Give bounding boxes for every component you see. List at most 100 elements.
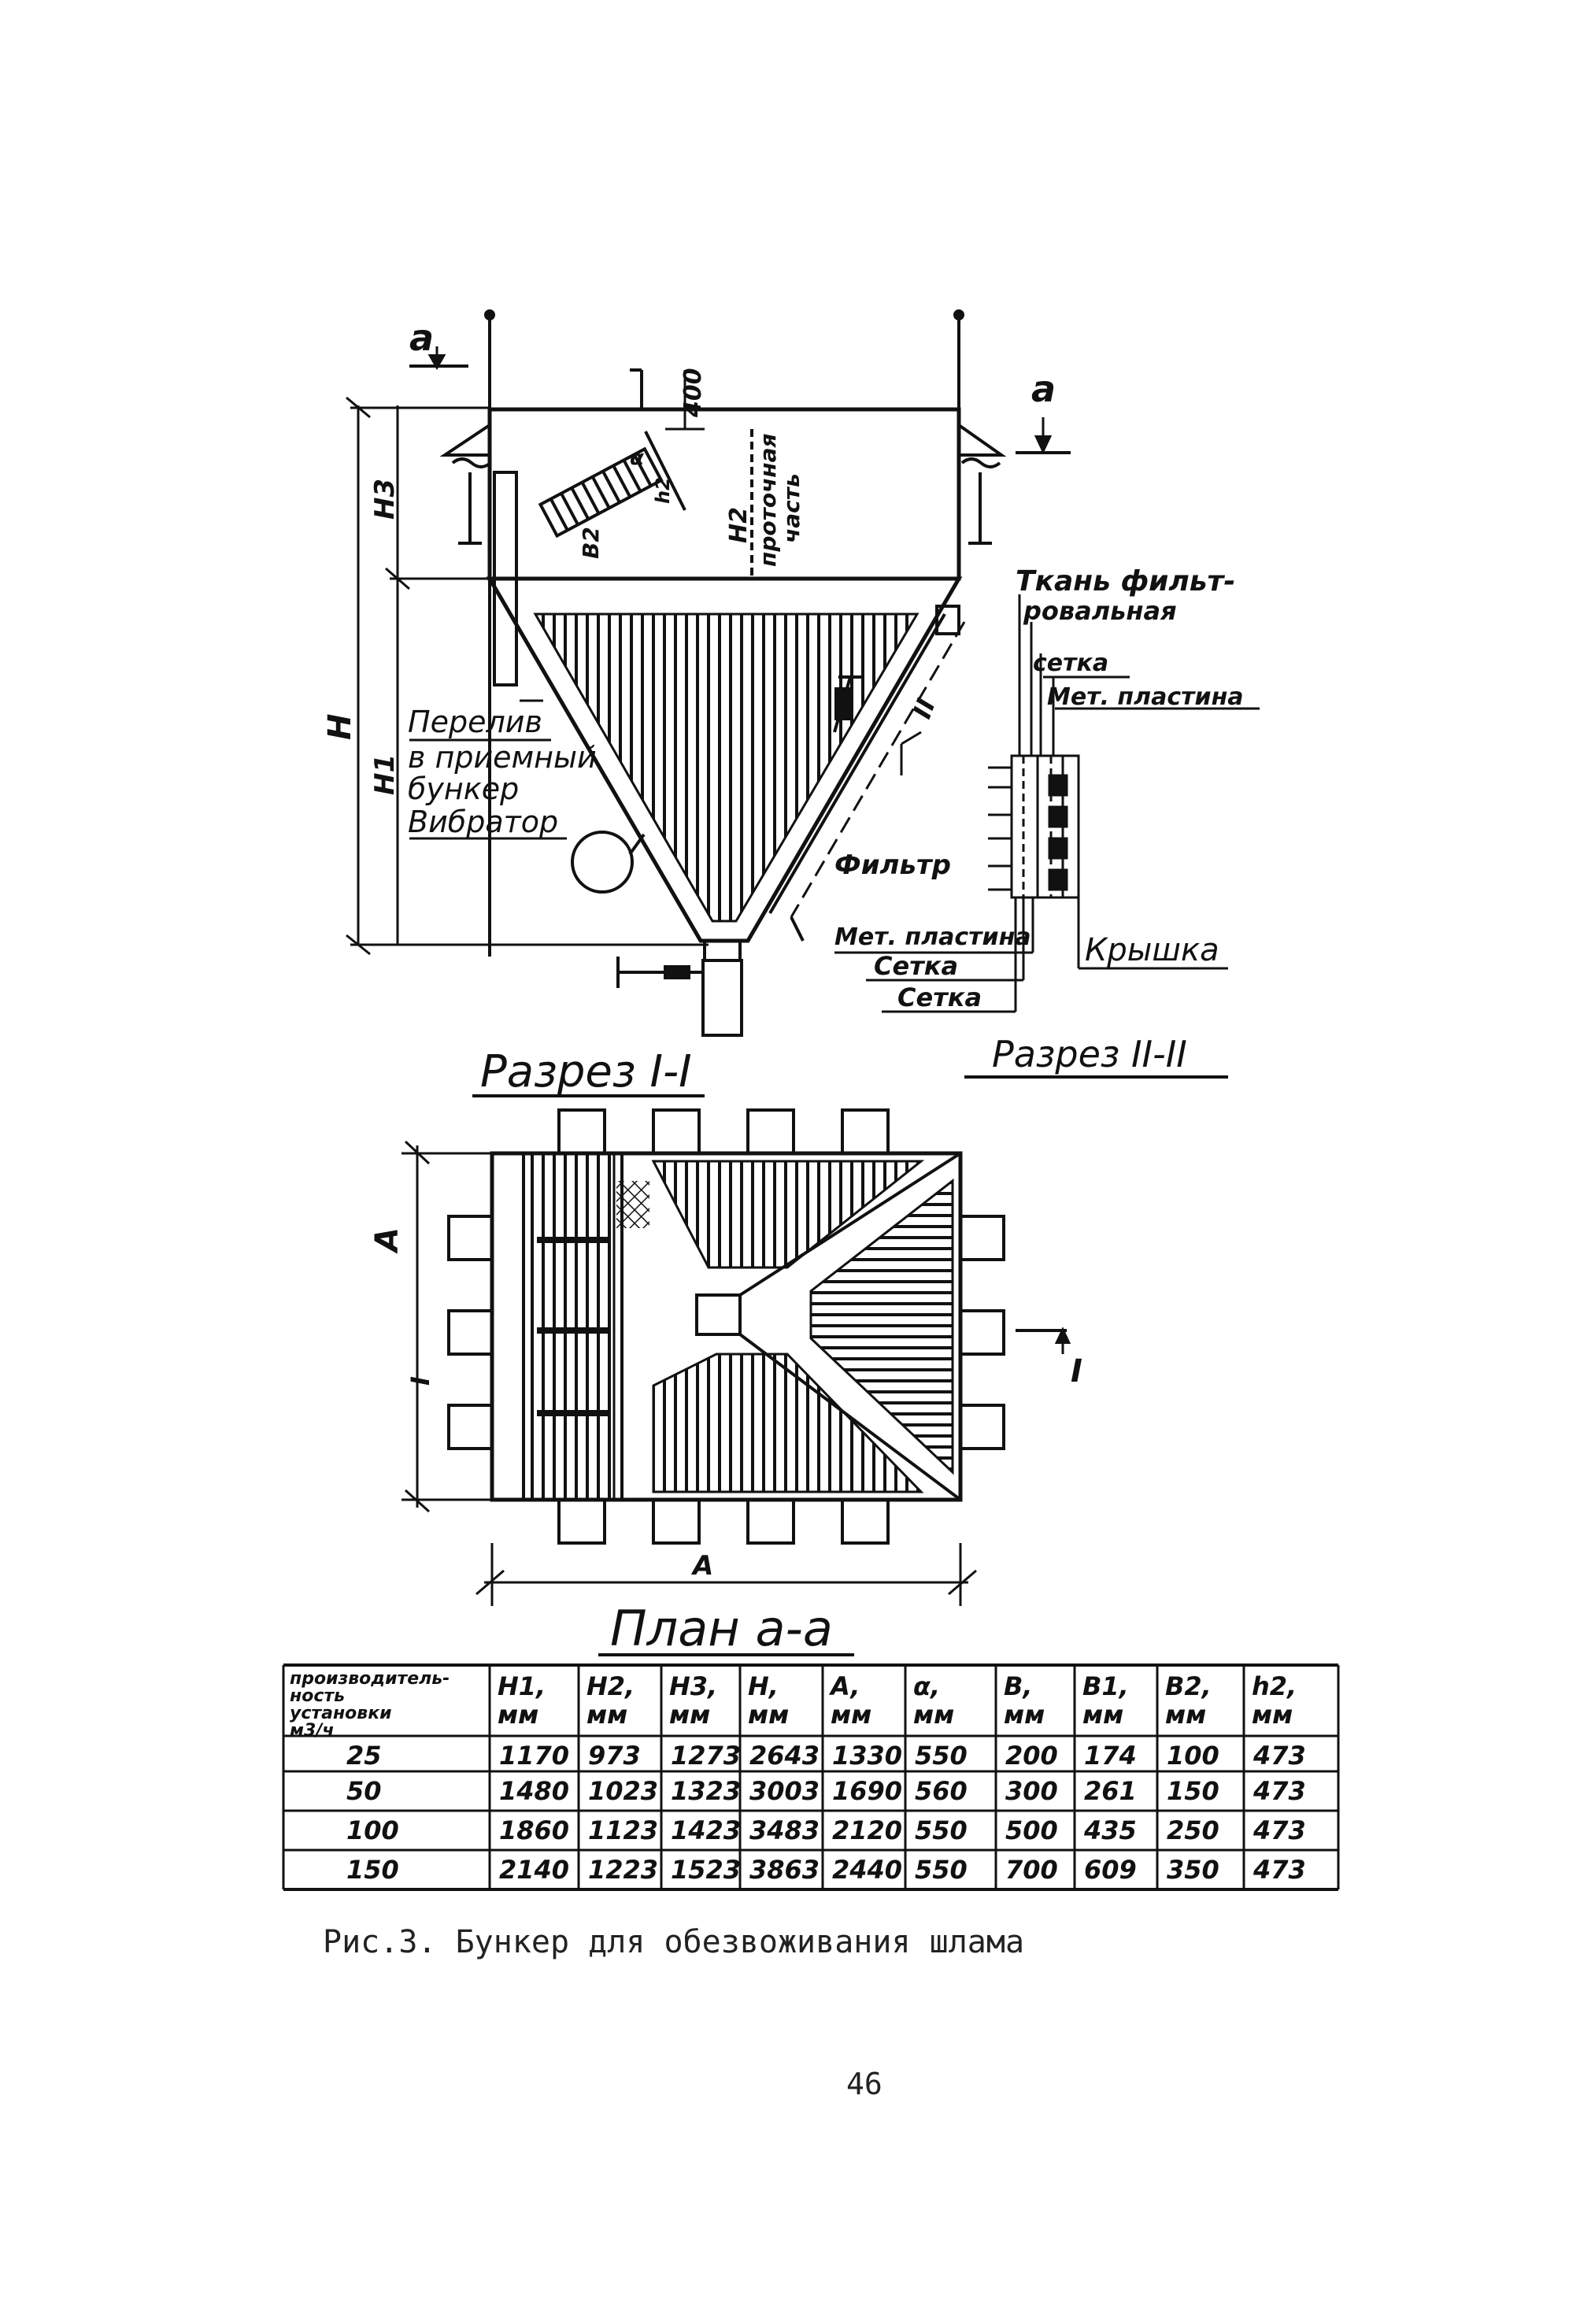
table-cell: 1330 [832, 1741, 902, 1771]
table-cell: 1860 [499, 1815, 569, 1845]
table-cell: 1523 [671, 1855, 741, 1885]
fabric-label-line1: Ткань фильт- [1016, 565, 1235, 598]
dim-H3-label: H3 [369, 479, 401, 520]
table-cell: 1480 [499, 1776, 569, 1806]
mark-a-right: a [1031, 368, 1056, 410]
table-cell: 25 [346, 1741, 382, 1771]
table-header-cell: α, [913, 1671, 940, 1701]
table-cell: 435 [1083, 1815, 1137, 1845]
figure-caption: Рис.3. Бункер для обезвоживания шлама [323, 1924, 1024, 1960]
mesh-label-bottom-2: Сетка [897, 983, 982, 1012]
table-header-capacity: производитель- [290, 1669, 450, 1689]
fabric-label-line2: ровальная [1023, 596, 1177, 626]
table-header-cell: A, [828, 1671, 860, 1701]
section-I-title: Разрез I-I [480, 1046, 692, 1097]
dim-h2-label: h2 [652, 477, 674, 504]
table-header-cell: B2, [1165, 1671, 1212, 1701]
overflow-label-line3: бункер [408, 772, 519, 806]
table-cell: 700 [1005, 1855, 1058, 1885]
table-cell: 973 [588, 1741, 641, 1771]
table-header-cell: мм [669, 1700, 710, 1730]
table-header-cell: h2, [1252, 1671, 1297, 1701]
table-cell: 473 [1253, 1776, 1306, 1806]
overflow-label-line1: Перелив [408, 705, 542, 739]
table-cell: 50 [346, 1776, 382, 1806]
plan-mark-I-right: I [1071, 1353, 1082, 1390]
table-header-cell: мм [1252, 1700, 1293, 1730]
dim-B2-label: B2 [578, 527, 604, 559]
table-header-cell: B1, [1082, 1671, 1129, 1701]
table-cell: 300 [1005, 1776, 1058, 1806]
dim-H-label: H [322, 714, 358, 740]
table-cell: 1023 [588, 1776, 658, 1806]
table-cell: 174 [1084, 1741, 1137, 1771]
table-header-cell: H, [748, 1671, 779, 1701]
table-cell: 1123 [588, 1815, 658, 1845]
table-header-cell: H1, [498, 1671, 546, 1701]
table-cell: 2440 [832, 1855, 902, 1885]
dim-H2-label: H2 [725, 507, 753, 543]
table-cell: 609 [1084, 1855, 1137, 1885]
plan-dim-A-bottom: A [690, 1550, 713, 1582]
section-II-title: Разрез II-II [992, 1033, 1187, 1075]
table-cell: 473 [1253, 1815, 1306, 1845]
table-cell: 1223 [588, 1855, 658, 1885]
table-header-cell: мм [586, 1700, 627, 1730]
mark-a-left: a [409, 316, 434, 359]
table-cell: 100 [1167, 1741, 1219, 1771]
table-cell: 550 [915, 1741, 968, 1771]
filter-label: Фильтр [834, 849, 951, 881]
cover-label: Крышка [1085, 932, 1219, 968]
table-cell: 1423 [671, 1815, 741, 1845]
table-cell: 2140 [499, 1855, 569, 1885]
overflow-label-line2: в приемный [408, 740, 597, 775]
table-header-cell: мм [1165, 1700, 1206, 1730]
dim-H1-label: H1 [369, 754, 401, 795]
table-header-cell: мм [1082, 1700, 1123, 1730]
table-header-capacity: ность [290, 1686, 345, 1706]
table-header-cell: H3, [669, 1671, 717, 1701]
parameters-table: производитель-ностьустановким3/чH1,ммH2,… [282, 1663, 1340, 1891]
table-header-cell: H2, [586, 1671, 635, 1701]
table-header-cell: мм [748, 1700, 789, 1730]
table-header-cell: B, [1004, 1671, 1033, 1701]
plan-dim-A-side: A [369, 1227, 405, 1254]
page-number: 46 [846, 2067, 883, 2101]
table-cell: 550 [915, 1815, 968, 1845]
table-cell: 473 [1253, 1741, 1306, 1771]
table-header-capacity: установки [290, 1704, 392, 1723]
dim-alpha-label: α [630, 446, 644, 470]
table-header-cell: мм [913, 1700, 954, 1730]
section-I-I [346, 309, 1071, 1037]
table-cell: 150 [1167, 1776, 1219, 1806]
table-cell: 2643 [749, 1741, 820, 1771]
metal-plate-label-bottom: Мет. пластина [834, 923, 1031, 951]
table-cell: 100 [346, 1815, 399, 1845]
dim-400-label: 400 [679, 368, 707, 418]
plan-title: План a-a [610, 1600, 833, 1657]
section-II-mark: II [907, 694, 942, 722]
table-cell: 1690 [832, 1776, 902, 1806]
table-cell: 1170 [499, 1741, 569, 1771]
table-cell: 3863 [749, 1855, 820, 1885]
table-header-cell: мм [831, 1700, 871, 1730]
working-part-line1: проточная [755, 433, 781, 567]
section-II-II [834, 594, 1260, 1013]
table-cell: 200 [1005, 1741, 1058, 1771]
vibrator-label: Вибратор [408, 805, 558, 839]
table-cell: 2120 [832, 1815, 902, 1845]
plan-mark-I-left: I [405, 1376, 435, 1386]
table-cell: 250 [1167, 1815, 1219, 1845]
table-cell: 1323 [671, 1776, 741, 1806]
table-cell: 550 [915, 1855, 968, 1885]
plan-view [401, 1108, 1071, 1606]
table-cell: 150 [346, 1855, 399, 1885]
working-part-line2: часть [779, 473, 805, 543]
mesh-label-bottom-1: Сетка [874, 951, 958, 981]
table-header-capacity: м3/ч [290, 1721, 334, 1741]
table-cell: 500 [1005, 1815, 1058, 1845]
metal-plate-label-top: Мет. пластина [1047, 683, 1244, 711]
table-cell: 350 [1167, 1855, 1219, 1885]
table-cell: 1273 [671, 1741, 741, 1771]
